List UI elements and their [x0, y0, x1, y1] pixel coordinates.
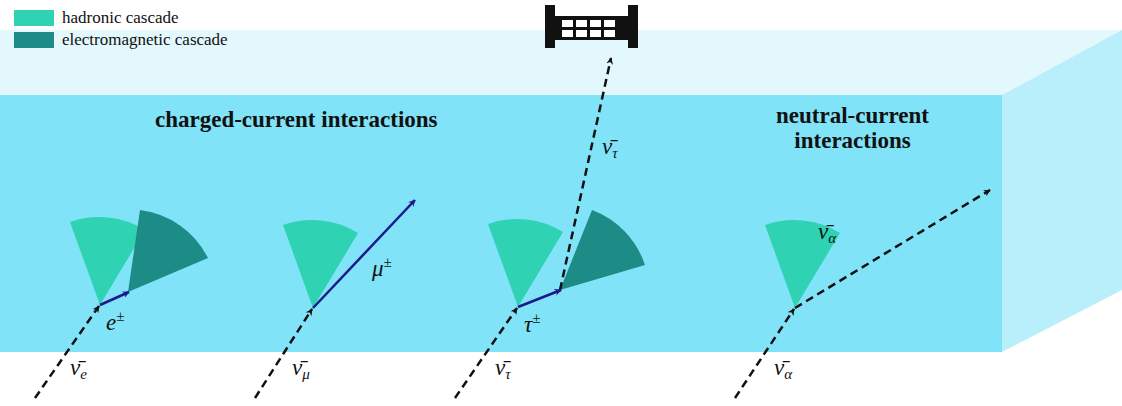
legend-text: hadronic cascade — [62, 8, 179, 28]
lepton-track — [100, 292, 129, 305]
particle-label: ν̄τ — [602, 135, 618, 161]
particle-label: ν̄e — [70, 356, 87, 382]
particle-label: τ± — [524, 311, 540, 336]
hadronic-cascade — [488, 219, 563, 307]
neutrino-track — [255, 309, 312, 398]
legend-swatch — [14, 32, 54, 48]
particle-label: μ± — [372, 255, 392, 280]
detector-side — [1002, 30, 1122, 352]
particle-label: e± — [106, 309, 124, 334]
neutrino-track — [735, 309, 794, 398]
particle-label: ν̄τ — [495, 356, 511, 382]
lepton-track — [313, 200, 415, 308]
detector-icon — [545, 5, 638, 48]
particle-label: ν̄μ — [292, 356, 310, 382]
section-heading: charged-current interactions — [155, 107, 438, 132]
neutrino-track — [455, 308, 517, 398]
hadronic-cascade — [765, 220, 840, 308]
detector-volume: charged-current interactions neutral-curr… — [0, 95, 1002, 352]
em-cascade — [560, 210, 645, 290]
hadronic-cascade — [283, 220, 358, 308]
neutrino-track — [35, 306, 99, 398]
legend-item: hadronic cascade — [14, 8, 179, 28]
particle-label: ν̄α — [774, 356, 792, 382]
particle-label: ν̄α — [818, 220, 836, 246]
legend-text: electromagnetic cascade — [62, 30, 228, 50]
neutrino-track — [560, 58, 611, 290]
lepton-track — [518, 290, 561, 307]
legend-item: electromagnetic cascade — [14, 30, 228, 50]
section-heading: neutral-current interactions — [765, 103, 940, 154]
em-cascade — [128, 210, 208, 292]
detector-front — [0, 95, 1002, 352]
legend-swatch — [14, 10, 54, 26]
neutrino-track — [795, 190, 990, 308]
